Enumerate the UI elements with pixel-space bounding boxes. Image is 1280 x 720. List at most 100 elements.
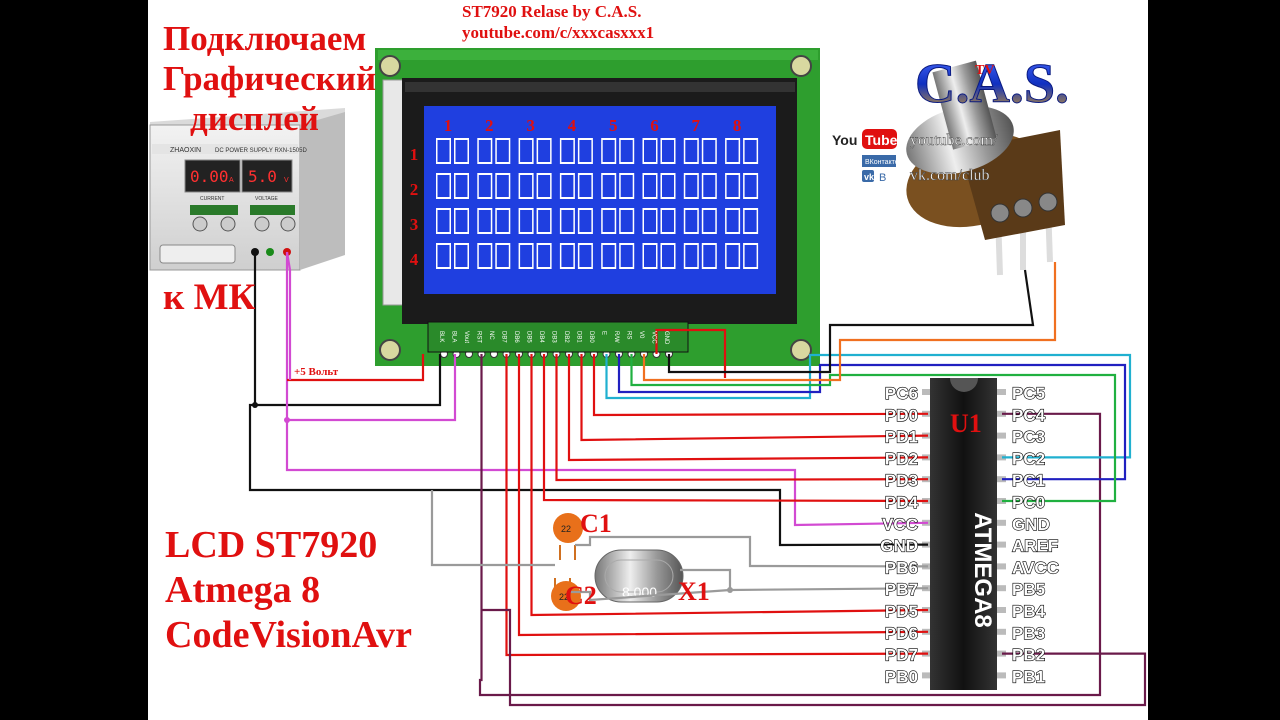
lcd-char-fill — [703, 210, 716, 232]
lcd-char-fill — [478, 175, 491, 197]
lcd-char-fill — [620, 210, 633, 232]
wire-gnd-mcu — [248, 403, 929, 547]
lcd-char-fill — [520, 175, 533, 197]
psu-current-display — [184, 159, 241, 193]
lcd-char-fill — [538, 140, 551, 162]
lcd-char-fill — [620, 175, 633, 197]
lcd-char-fill — [455, 175, 468, 197]
lcd-char-fill — [478, 140, 491, 162]
lcd-char-fill — [437, 245, 450, 267]
lcd-char-fill — [538, 210, 551, 232]
mcu-right-pin — [996, 476, 1006, 483]
lcd-char-fill — [437, 175, 450, 197]
power-supply: ZHAOXIN DC POWER SUPPLY RXN-1505D 0.00 A… — [149, 108, 345, 271]
lcd-char-fill — [662, 140, 674, 162]
psu-knob — [192, 216, 208, 232]
lcd-char-fill — [726, 210, 739, 232]
lcd-char-fill — [602, 140, 615, 162]
pot-terminal — [1013, 198, 1033, 218]
psu-voltage-strip — [250, 205, 295, 215]
pot-shaft — [932, 60, 997, 150]
header-line-2: youtube.com/c/xxxcasxxx1 — [462, 23, 655, 42]
lcd-char-fill — [662, 245, 674, 267]
c1-body — [553, 513, 583, 543]
lcd-bezel-highlight — [405, 82, 795, 92]
lcd-char-fill — [579, 210, 592, 232]
wire-junction — [284, 417, 290, 423]
psu-model: DC POWER SUPPLY RXN-1505D — [215, 148, 307, 154]
mcu-right-pin — [996, 519, 1006, 526]
lcd-module — [375, 48, 820, 366]
subtitle: к МК — [163, 277, 256, 318]
mcu-right-pin — [996, 541, 1006, 548]
psu-knob — [280, 216, 296, 232]
mcu-right-pin — [996, 607, 1006, 613]
psu-voltage-label: VOLTAGE — [255, 196, 279, 202]
lcd-mount-hole — [379, 55, 401, 77]
wire-db2 — [567, 354, 929, 462]
mcu-right-pin — [996, 454, 1006, 461]
lcd-char-fill — [744, 210, 757, 232]
wire-rs — [630, 354, 1117, 503]
lcd-char-fill — [703, 140, 716, 162]
wire-db4 — [542, 354, 929, 503]
lcd-char-fill — [520, 140, 533, 162]
wire-vcc-psu — [287, 354, 425, 382]
lcd-pcb-edge — [378, 50, 818, 60]
lcd-char-fill — [455, 140, 468, 162]
lcd-char-fill — [644, 140, 656, 162]
crystal-body — [594, 549, 684, 603]
crystal-rim — [604, 559, 674, 593]
wire-lcd-gnd — [667, 269, 1035, 374]
wire-xtal1 — [575, 535, 929, 568]
psu-current-label: CURRENT — [200, 196, 224, 202]
mcu-right-pin — [996, 672, 1006, 679]
lcd-mount-hole — [379, 339, 401, 361]
wire-db0 — [592, 354, 929, 417]
c2-value: 22 — [559, 592, 569, 602]
mcu-left-pin — [922, 389, 932, 395]
lcd-char-fill — [602, 245, 615, 267]
psu-terminal-ground — [266, 248, 274, 256]
lcd-char-fill — [703, 175, 716, 197]
lcd-char-fill — [579, 140, 592, 162]
mcu-right-pin — [996, 498, 1006, 504]
mcu-right-pin — [996, 410, 1006, 417]
wire-db1 — [580, 354, 929, 442]
lcd-char-fill — [455, 245, 468, 267]
wire-rw — [617, 354, 1127, 481]
wire-reset — [478, 354, 1102, 697]
mcu-right-pin — [996, 650, 1006, 657]
lcd-char-fill — [496, 245, 509, 267]
psu-brand: ZHAOXIN — [170, 147, 201, 154]
lcd-mount-hole — [790, 55, 812, 77]
lcd-char-fill — [437, 210, 450, 232]
psu-current-readout: 0.00 — [190, 167, 229, 186]
lcd-char-fill — [744, 245, 757, 267]
psu-voltage-unit: V — [284, 177, 289, 184]
lcd-char-fill — [744, 175, 757, 197]
mcu-body — [930, 378, 997, 690]
lcd-char-fill — [579, 175, 592, 197]
psu-side — [300, 112, 345, 270]
lcd-char-fill — [644, 245, 656, 267]
lcd-char-fill — [620, 140, 633, 162]
lcd-char-fill — [602, 210, 615, 232]
lcd-char-fill — [455, 210, 468, 232]
lcd-pin-header — [427, 321, 689, 353]
lcd-char-fill — [496, 175, 509, 197]
lcd-char-fill — [478, 245, 491, 267]
psu-voltage-readout: 5.0 — [248, 167, 277, 186]
bottom-line-2: Atmega 8 — [165, 569, 321, 611]
lcd-char-fill — [561, 210, 574, 232]
title-line-3: дисплей — [190, 99, 319, 138]
mcu-notch — [950, 378, 978, 392]
lcd-char-fill — [662, 210, 674, 232]
wire-xtal-link — [680, 568, 732, 590]
lcd-char-fill — [478, 210, 491, 232]
wire-lcd-vcc — [655, 328, 727, 378]
wire-vcc-psu-lead — [285, 251, 292, 380]
psu-knob — [254, 216, 270, 232]
wire-e — [605, 353, 1132, 459]
